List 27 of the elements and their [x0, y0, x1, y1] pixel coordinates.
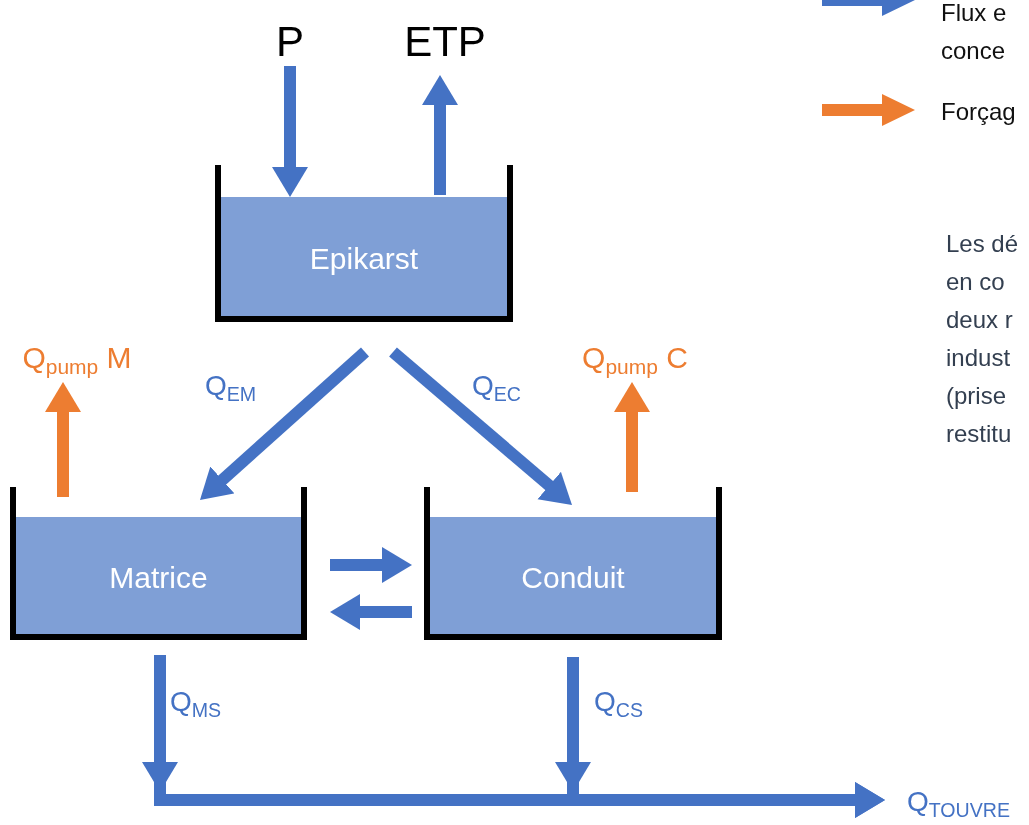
flow-arrow — [200, 347, 369, 500]
legend-text: Flux e conce — [941, 0, 1008, 66]
flow-arrow — [614, 382, 650, 492]
flux-label: Q$_{pump}$ M — [22, 340, 132, 380]
reservoir-label: Matrice — [108, 562, 209, 593]
flow-arrow — [272, 66, 308, 197]
edge-label: Q$_{EC}$ — [472, 372, 521, 405]
reservoir-tank — [10, 487, 307, 640]
flow-arrow — [422, 75, 458, 195]
legend-text: Forçag — [941, 97, 1017, 127]
flow-arrow — [555, 657, 885, 818]
flow-arrow — [45, 382, 81, 497]
edge-label: Q$_{CS}$ — [594, 688, 643, 721]
flow-arrow — [389, 347, 572, 505]
flux-label: ETP — [404, 18, 486, 66]
edge-label: Q$_{MS}$ — [170, 688, 222, 721]
note-text: Les dé en co deux r indust (prise restitu — [946, 229, 1020, 449]
edge-label: Q$_{EM}$ — [205, 372, 257, 405]
reservoir-label: Epikarst — [308, 243, 420, 274]
flux-label: Q$_{TOUVRE}$ — [906, 786, 1011, 822]
reservoir-label: Conduit — [520, 562, 626, 593]
flux-label: P — [276, 18, 304, 66]
flow-arrow — [330, 594, 412, 630]
reservoir-tank — [424, 487, 722, 640]
reservoir-tank — [215, 165, 513, 322]
flow-arrow — [330, 547, 412, 583]
flux-label: Q$_{pump}$ C — [582, 340, 688, 380]
